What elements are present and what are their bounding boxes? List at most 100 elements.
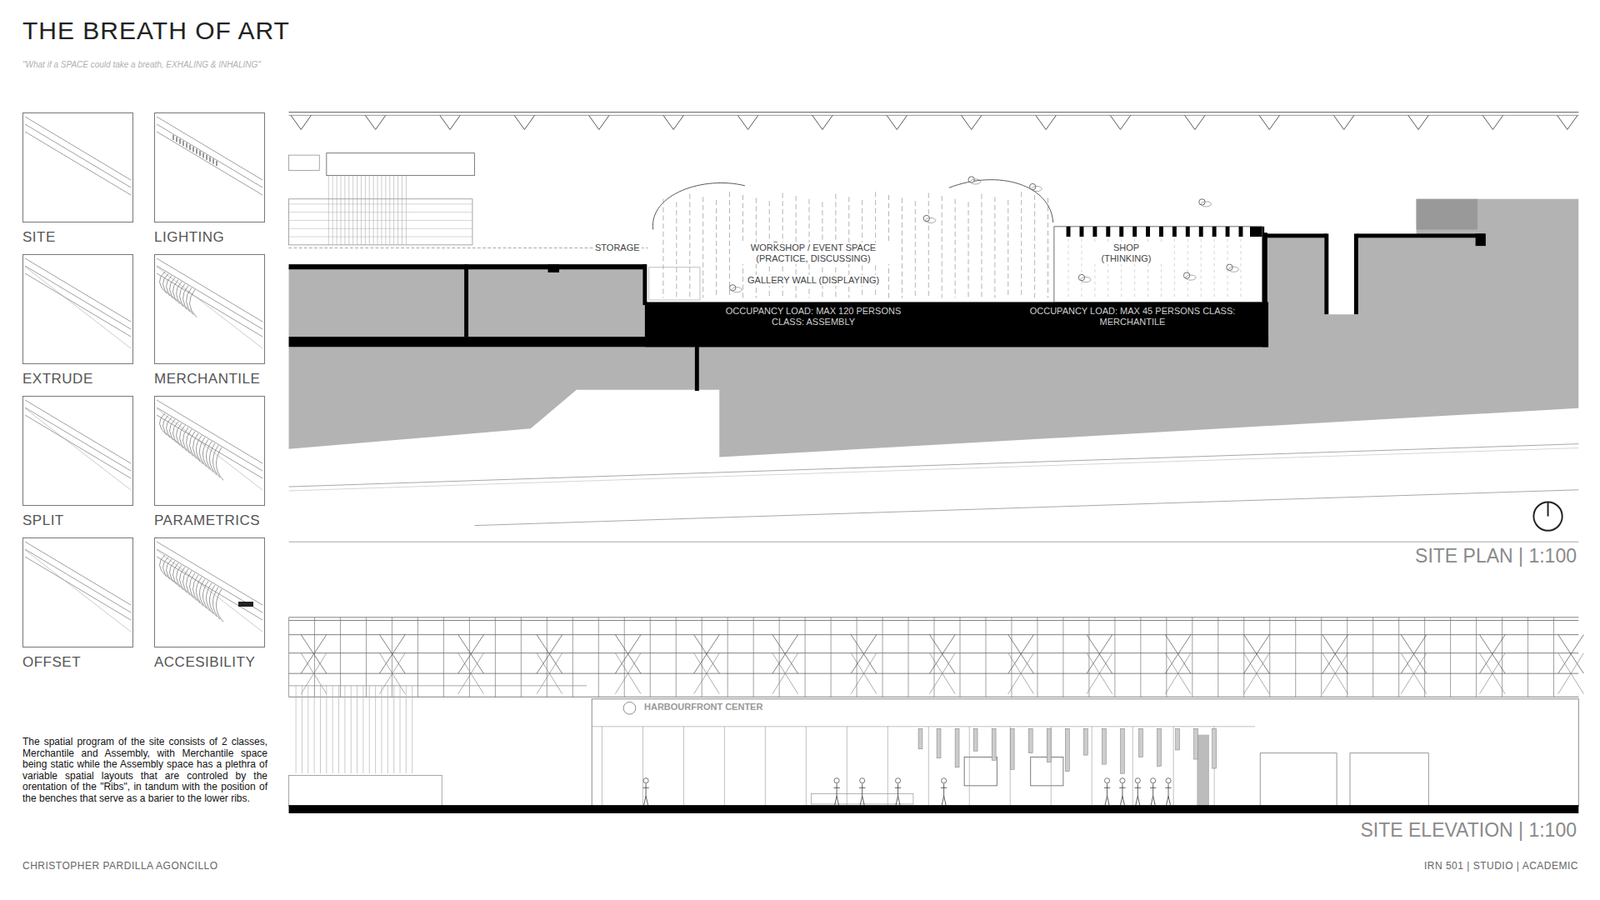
thumbnail-panel: OFFSET (22, 537, 134, 671)
bracing (300, 653, 327, 695)
bracing (1165, 635, 1191, 675)
stair-tread (365, 175, 366, 245)
stair-tread (356, 175, 358, 245)
frame-post (727, 617, 729, 698)
rib-sketch (215, 589, 224, 623)
stair-tread (405, 175, 407, 245)
author-name: CHRISTOPHER PARDILLA AGONCILLO (22, 860, 219, 872)
rib-head (1185, 226, 1190, 237)
rib (980, 194, 982, 299)
thumbnail-sketch (155, 255, 265, 364)
planter (289, 775, 443, 807)
frame-post (934, 617, 935, 698)
beam-line (156, 266, 263, 349)
sheet-divider (289, 541, 1580, 543)
mullion (928, 726, 930, 805)
stair-tread (397, 175, 399, 245)
bracing (615, 653, 641, 695)
stair-tread (352, 175, 354, 245)
person-plan (1228, 266, 1239, 272)
rib (1047, 198, 1049, 299)
north-arrow (1547, 501, 1550, 516)
frame-post (1165, 617, 1167, 698)
frame-post (1424, 617, 1425, 698)
stair (1416, 199, 1478, 230)
person-elevation (1150, 778, 1156, 784)
stair-plan (326, 153, 475, 176)
frame-post (675, 617, 677, 698)
screen-fin (332, 685, 334, 774)
hanging-rib (1212, 728, 1217, 769)
rib (901, 198, 903, 299)
person-plan (923, 215, 930, 221)
hanging-rib (1101, 728, 1106, 765)
rib-head (1145, 226, 1150, 237)
rib (1214, 239, 1215, 300)
frame-post (1191, 617, 1193, 698)
mullion (724, 726, 725, 805)
stair-tread (389, 175, 390, 245)
thumbnail-sketch (155, 538, 265, 647)
hanging-rib (1194, 728, 1199, 760)
rib (955, 199, 956, 299)
thumbnail-panel: EXTRUDE (22, 254, 134, 388)
beam-line (25, 408, 131, 490)
frame-post (495, 617, 496, 698)
frame-line (289, 652, 1580, 654)
bracing (615, 653, 641, 695)
rib (1068, 239, 1070, 300)
stair-plan (649, 267, 700, 300)
bracing (1322, 635, 1349, 675)
person-plan (1226, 264, 1233, 270)
thumbnail-label: PARAMETRICS (154, 512, 265, 530)
person-plan (1030, 183, 1036, 190)
frame-post (598, 617, 600, 698)
screen-fin (411, 685, 413, 774)
truss-v (886, 115, 907, 130)
hanging-rib (1065, 728, 1070, 771)
hanging-rib (955, 728, 960, 768)
room-label: WORKSHOP / EVENT SPACE (PRACTICE, DISCUS… (736, 242, 890, 265)
beam-line (156, 116, 263, 180)
hanging-rib (918, 728, 923, 749)
bracing (1008, 635, 1035, 675)
thumbnail-panel: MERCHANTILE (154, 254, 265, 388)
stair-tread (336, 175, 338, 245)
bracing (930, 635, 956, 675)
rib (1240, 239, 1241, 300)
bracing (850, 635, 877, 675)
bracing (1322, 653, 1349, 695)
bracing (930, 653, 956, 695)
truss-v (960, 115, 981, 130)
truss-v (1482, 115, 1503, 130)
bracing (1400, 635, 1427, 675)
frame-post (1140, 617, 1141, 698)
frame-post (753, 617, 755, 698)
facade (591, 699, 1579, 807)
beam-line (156, 265, 263, 330)
person-plan (1078, 274, 1085, 280)
stair-tread (348, 175, 350, 245)
rib-outline (949, 180, 1054, 223)
rib (702, 196, 704, 298)
bracing (772, 653, 799, 695)
bracing (1244, 653, 1270, 695)
bracing (380, 653, 406, 695)
frame-post (908, 617, 910, 698)
frame-post (1372, 617, 1374, 698)
bracing (300, 653, 327, 695)
thumbnail-frame (154, 537, 265, 648)
screen-fin (387, 685, 389, 774)
person-elevation (1104, 783, 1110, 805)
screen-fin (307, 685, 309, 774)
rib (968, 201, 970, 298)
drawing-title: SITE ELEVATION | 1:100 (1358, 819, 1579, 841)
frame-post (1010, 617, 1012, 698)
beam-line (156, 415, 263, 479)
truss-chord (289, 111, 1580, 113)
bracing (1244, 635, 1270, 675)
truss-v (440, 115, 460, 130)
bracing (380, 635, 406, 675)
thumbnail-label: MERCHANTILE (154, 370, 265, 388)
person-elevation (834, 778, 840, 784)
